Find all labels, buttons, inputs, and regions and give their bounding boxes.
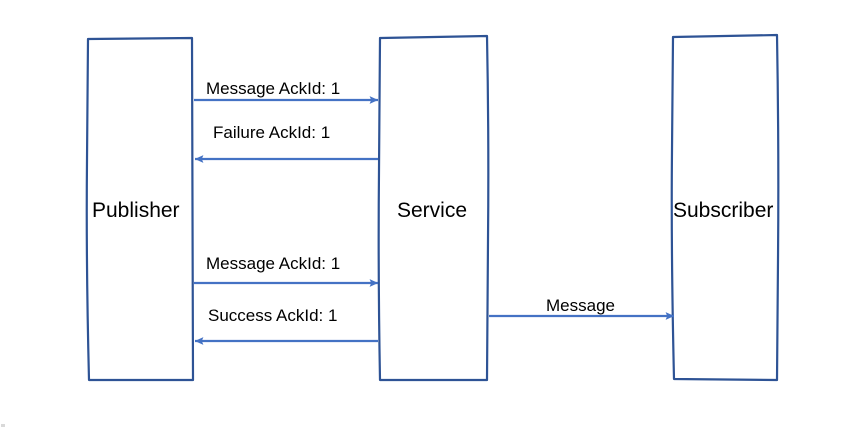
message-label-3: Message AckId: 1	[206, 254, 341, 273]
message-label-2: Failure AckId: 1	[213, 123, 331, 142]
message-label-4: Success AckId: 1	[208, 306, 338, 325]
lifeline-box-subscriber	[670, 33, 780, 382]
lifeline-label-service: Service	[397, 199, 468, 222]
lifeline-label-publisher: Publisher	[92, 199, 180, 222]
message-label-1: Message AckId: 1	[206, 79, 341, 98]
lifeline-box-publisher	[85, 36, 195, 382]
lifeline-box-service	[377, 34, 490, 382]
message-label-5: Message	[546, 296, 615, 315]
canvas-corner-artifact	[1, 424, 5, 427]
lifeline-label-subscriber: Subscriber	[673, 199, 774, 222]
